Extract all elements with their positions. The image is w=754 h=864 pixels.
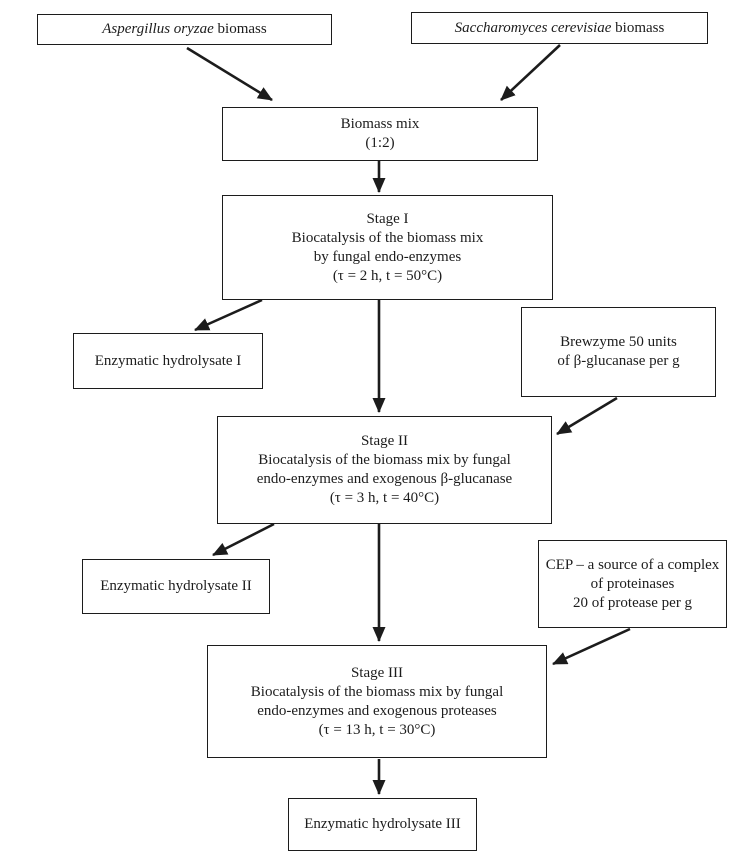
reagent-line: of β-glucanase per g: [557, 353, 680, 369]
node-enzymatic-hydrolysate-1: Enzymatic hydrolysate I: [73, 333, 263, 389]
stage-title: Stage III: [350, 664, 404, 681]
arrow-stage1-to-hydrolysate1: [194, 298, 263, 332]
node-stage3: Stage III Biocatalysis of the biomass mi…: [207, 645, 547, 758]
stage-conditions: (τ = 3 h, t = 40°C): [329, 490, 440, 506]
node-label: Enzymatic hydrolysate II: [100, 578, 252, 594]
node-enzymatic-hydrolysate-2: Enzymatic hydrolysate II: [82, 559, 270, 614]
arrow-aspergillus-to-biomass-mix: [186, 46, 273, 102]
stage-desc-line: Biocatalysis of the biomass mix: [291, 229, 484, 246]
stage-desc-line: Biocatalysis of the biomass mix by funga…: [250, 683, 504, 700]
node-label: Saccharomyces cerevisiae biomass: [455, 19, 665, 38]
node-saccharomyces-biomass: Saccharomyces cerevisiae biomass: [411, 12, 708, 44]
reagent-line: Brewzyme 50 units: [560, 334, 677, 350]
node-label: Enzymatic hydrolysate I: [94, 352, 242, 369]
node-enzymatic-hydrolysate-3: Enzymatic hydrolysate III: [288, 798, 477, 851]
stage-desc-line: by fungal endo-enzymes: [313, 248, 462, 265]
node-stage2: Stage II Biocatalysis of the biomass mix…: [217, 416, 552, 524]
reagent-line: of proteinases: [590, 575, 675, 592]
species-name: Aspergillus oryzae: [102, 21, 214, 37]
stage-desc-line: endo-enzymes and exogenous proteases: [257, 702, 497, 719]
node-label-line: Biomass mix: [340, 116, 420, 132]
label-suffix: biomass: [611, 19, 665, 36]
node-label: Enzymatic hydrolysate III: [304, 816, 461, 832]
node-aspergillus-biomass: Aspergillus oryzae biomass: [37, 14, 332, 45]
node-ratio-line: (1:2): [365, 135, 395, 151]
stage-desc-line: Biocatalysis of the biomass mix by funga…: [258, 452, 511, 468]
species-name: Saccharomyces cerevisiae: [454, 19, 612, 36]
node-brewzyme: Brewzyme 50 units of β-glucanase per g: [521, 307, 716, 397]
arrow-stage2-to-hydrolysate2: [212, 522, 275, 557]
node-label: Aspergillus oryzae biomass: [102, 20, 266, 39]
arrow-brewzyme-to-stage2: [556, 396, 618, 436]
arrow-saccharomyces-to-biomass-mix: [500, 44, 561, 101]
stage-conditions: (τ = 13 h, t = 30°C): [318, 721, 436, 738]
arrow-cep-to-stage3: [552, 627, 631, 666]
stage-title: Stage II: [360, 433, 409, 449]
stage-desc-line: endo-enzymes and exogenous β-glucanase: [256, 471, 513, 487]
reagent-line: 20 of protease per g: [572, 594, 693, 611]
stage-conditions: (τ = 2 h, t = 50°C): [332, 267, 443, 284]
label-suffix: biomass: [213, 21, 267, 37]
node-stage1: Stage I Biocatalysis of the biomass mix …: [222, 195, 553, 300]
reagent-line: CEP – a source of a complex: [545, 556, 720, 573]
stage-title: Stage I: [366, 210, 409, 227]
node-biomass-mix: Biomass mix (1:2): [222, 107, 538, 161]
node-cep: CEP – a source of a complex of proteinas…: [538, 540, 727, 628]
